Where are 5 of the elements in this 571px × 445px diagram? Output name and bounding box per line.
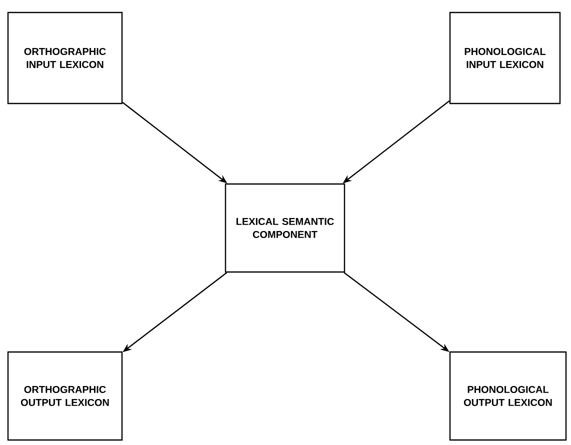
lexicon-box: LEXICAL SEMANTIC COMPONENT xyxy=(224,183,346,273)
lexicon-box: PHONOLOGICAL INPUT LEXICON xyxy=(449,12,561,104)
lexicon-box: ORTHOGRAPHIC OUTPUT LEXICON xyxy=(7,351,123,441)
lexicon-box: ORTHOGRAPHIC INPUT LEXICON xyxy=(7,12,123,104)
lexicon-box: PHONOLOGICAL OUTPUT LEXICON xyxy=(449,351,567,441)
